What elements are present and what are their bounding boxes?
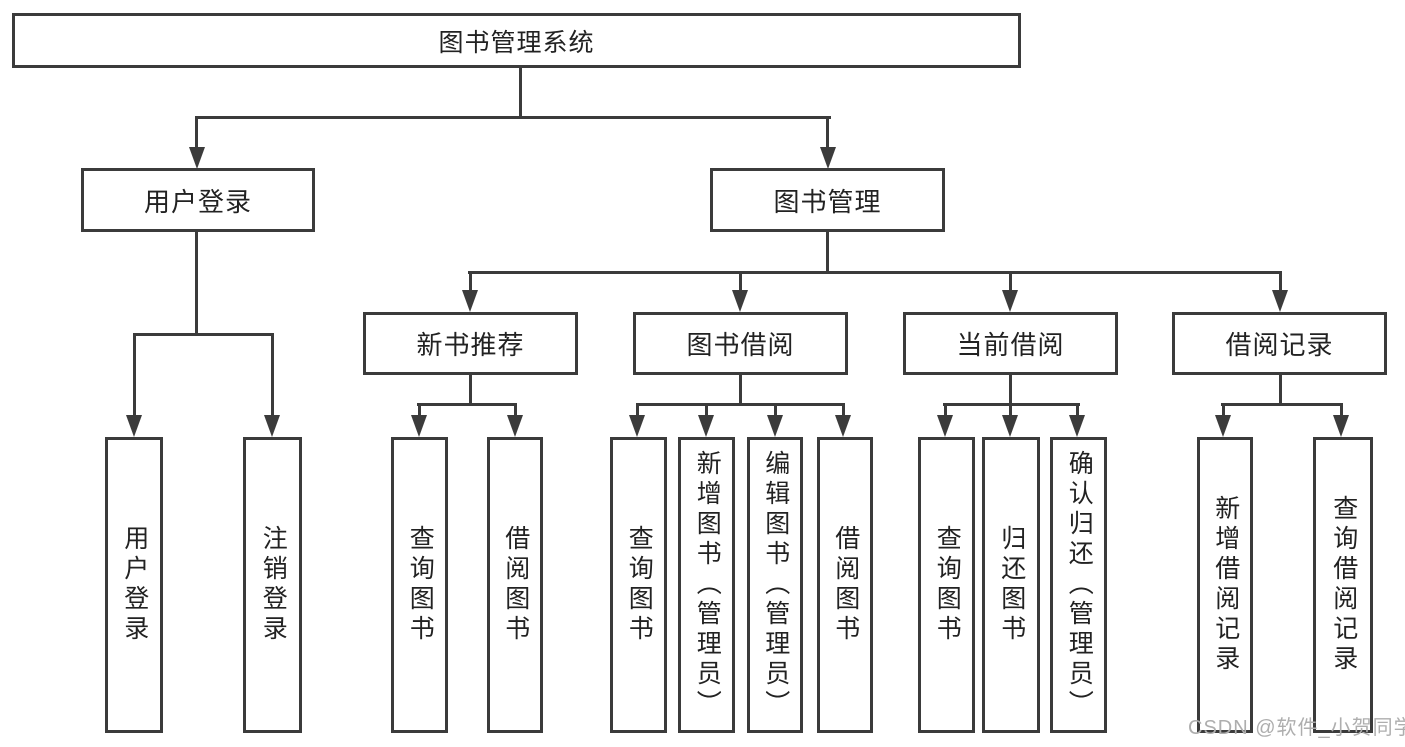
node-return-book: 归还图书 <box>982 437 1040 733</box>
csdn-watermark: CSDN @软件_小贺同学 <box>1188 717 1405 739</box>
node-confirm-return-admin: 确认归还（管理员） <box>1050 437 1107 733</box>
arrow-down-icon <box>1002 415 1018 437</box>
arrow-down-icon <box>937 415 953 437</box>
connector-line <box>195 116 831 119</box>
node-add-book-admin: 新增图书（管理员） <box>678 437 735 733</box>
node-library-system-label: 图书管理系统 <box>438 28 595 57</box>
node-book-borrowing-label: 图书借阅 <box>686 330 795 360</box>
connector-line <box>195 232 198 335</box>
connector-line <box>1221 403 1343 406</box>
connector-line <box>842 406 845 416</box>
connector-line <box>417 403 517 406</box>
node-current-borrowing-label: 当前借阅 <box>956 330 1065 360</box>
connector-line <box>133 333 274 336</box>
node-library-system: 图书管理系统 <box>12 13 1021 68</box>
node-borrow-books-recommend: 借阅图书 <box>487 437 543 733</box>
connector-line <box>705 406 708 416</box>
node-user-login: 用户登录 <box>81 168 315 232</box>
arrow-down-icon <box>767 415 783 437</box>
node-query-borrow-record: 查询借阅记录 <box>1313 437 1373 733</box>
node-borrow-books-recommend-label: 借阅图书 <box>501 525 530 645</box>
connector-line <box>739 274 742 291</box>
node-query-books-recommend-label: 查询图书 <box>406 525 435 645</box>
connector-line <box>1279 375 1282 405</box>
connector-line <box>943 403 1080 406</box>
node-query-borrow-record-label: 查询借阅记录 <box>1329 495 1358 675</box>
connector-line <box>1076 406 1079 416</box>
connector-line <box>1279 274 1282 291</box>
node-query-books-borrowing: 查询图书 <box>610 437 667 733</box>
connector-line <box>944 406 947 416</box>
node-confirm-return-admin-label: 确认归还（管理员） <box>1065 450 1094 720</box>
node-book-management: 图书管理 <box>710 168 945 232</box>
node-book-borrowing: 图书借阅 <box>633 312 848 375</box>
connector-line <box>826 232 829 273</box>
arrow-down-icon <box>835 415 851 437</box>
node-user-login-label: 用户登录 <box>143 186 252 217</box>
arrow-down-icon <box>126 415 142 437</box>
connector-line <box>133 336 136 416</box>
connector-line <box>1222 406 1225 416</box>
connector-line <box>636 403 845 406</box>
node-borrow-books: 借阅图书 <box>817 437 873 733</box>
node-borrow-books-label: 借阅图书 <box>831 525 860 645</box>
connector-line <box>1009 274 1012 291</box>
node-new-book-recommend-label: 新书推荐 <box>416 330 525 360</box>
arrow-down-icon <box>698 415 714 437</box>
connector-line <box>195 119 198 149</box>
connector-line <box>468 271 1282 274</box>
arrow-down-icon <box>1333 415 1349 437</box>
node-current-borrowing: 当前借阅 <box>903 312 1118 375</box>
connector-line <box>514 406 517 416</box>
arrow-down-icon <box>1002 290 1018 312</box>
connector-line <box>519 68 522 119</box>
arrow-down-icon <box>820 147 836 169</box>
connector-line <box>1009 406 1012 416</box>
connector-line <box>774 406 777 416</box>
node-user-login-action-label: 用户登录 <box>120 525 149 645</box>
node-query-books-current: 查询图书 <box>918 437 975 733</box>
node-borrowing-records-label: 借阅记录 <box>1225 330 1334 360</box>
connector-line <box>1340 406 1343 416</box>
node-query-books-current-label: 查询图书 <box>933 525 962 645</box>
arrow-down-icon <box>189 147 205 169</box>
connector-line <box>739 375 742 405</box>
connector-line <box>271 336 274 416</box>
node-add-book-admin-label: 新增图书（管理员） <box>693 450 722 720</box>
node-query-books-borrowing-label: 查询图书 <box>625 525 654 645</box>
node-user-login-action: 用户登录 <box>105 437 163 733</box>
arrow-down-icon <box>1069 415 1085 437</box>
connector-line <box>1009 375 1012 405</box>
node-logout: 注销登录 <box>243 437 302 733</box>
node-new-book-recommend: 新书推荐 <box>363 312 578 375</box>
arrow-down-icon <box>264 415 280 437</box>
node-query-books-recommend: 查询图书 <box>391 437 448 733</box>
connector-line <box>826 119 829 149</box>
node-borrowing-records: 借阅记录 <box>1172 312 1387 375</box>
connector-line <box>469 274 472 291</box>
node-edit-book-admin-label: 编辑图书（管理员） <box>761 450 790 720</box>
arrow-down-icon <box>1215 415 1231 437</box>
arrow-down-icon <box>462 290 478 312</box>
node-add-borrow-record: 新增借阅记录 <box>1197 437 1253 733</box>
node-return-book-label: 归还图书 <box>997 525 1026 645</box>
connector-line <box>469 375 472 405</box>
node-edit-book-admin: 编辑图书（管理员） <box>747 437 803 733</box>
arrow-down-icon <box>507 415 523 437</box>
node-add-borrow-record-label: 新增借阅记录 <box>1211 495 1240 675</box>
arrow-down-icon <box>732 290 748 312</box>
arrow-down-icon <box>1272 290 1288 312</box>
arrow-down-icon <box>629 415 645 437</box>
connector-line <box>418 406 421 416</box>
arrow-down-icon <box>411 415 427 437</box>
connector-line <box>636 406 639 416</box>
node-logout-label: 注销登录 <box>259 525 288 645</box>
node-book-management-label: 图书管理 <box>773 186 882 217</box>
